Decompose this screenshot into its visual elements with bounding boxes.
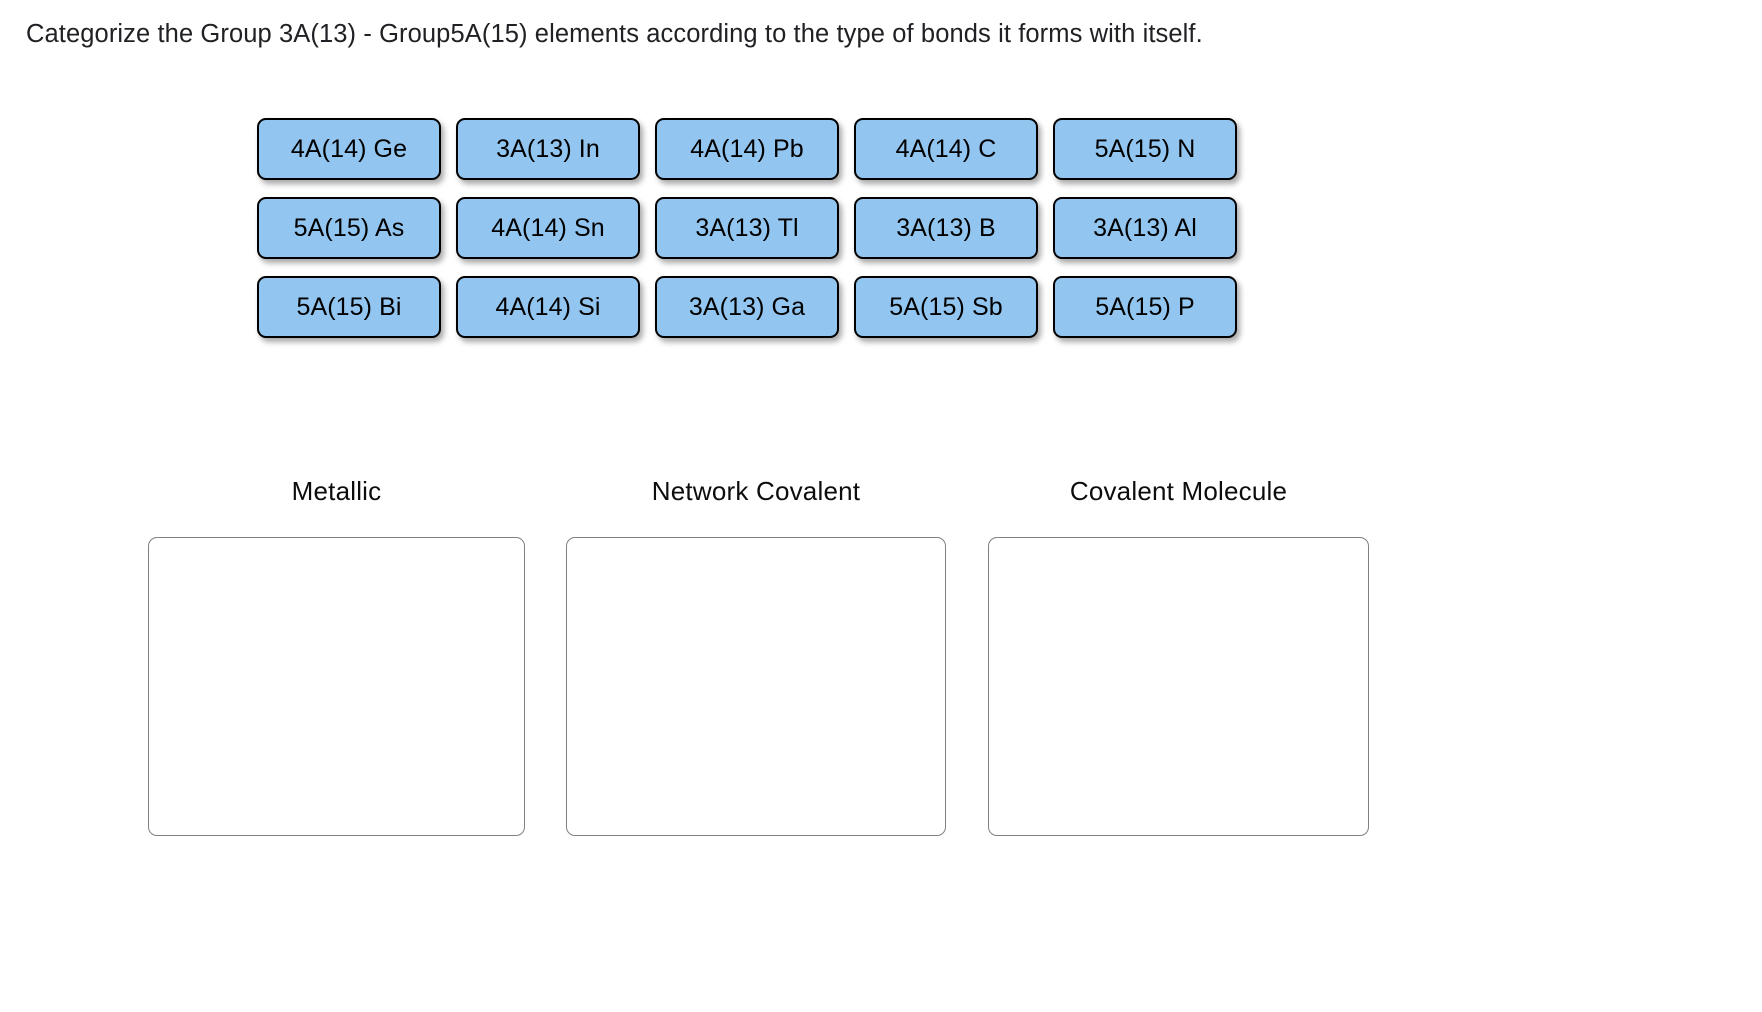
category-row: Metallic Network Covalent Covalent Molec… <box>0 468 1762 888</box>
question-prompt: Categorize the Group 3A(13) - Group5A(15… <box>26 20 1203 48</box>
category-label-network-covalent: Network Covalent <box>651 476 861 506</box>
category-label-metallic: Metallic <box>291 476 382 506</box>
element-tile[interactable]: 4A(14) Sn <box>456 197 640 259</box>
dropzone-covalent-molecule[interactable] <box>988 537 1369 836</box>
category-metallic: Metallic <box>148 468 525 836</box>
element-tile[interactable]: 5A(15) P <box>1053 276 1237 338</box>
category-covalent-molecule: Covalent Molecule <box>988 468 1369 836</box>
element-tile[interactable]: 4A(14) Ge <box>257 118 441 180</box>
element-tile[interactable]: 5A(15) N <box>1053 118 1237 180</box>
dropzone-metallic[interactable] <box>148 537 525 836</box>
element-tile[interactable]: 4A(14) Si <box>456 276 640 338</box>
element-tile[interactable]: 5A(15) As <box>257 197 441 259</box>
element-tile[interactable]: 3A(13) Tl <box>655 197 839 259</box>
element-tile[interactable]: 3A(13) In <box>456 118 640 180</box>
element-tile[interactable]: 5A(15) Bi <box>257 276 441 338</box>
element-tile[interactable]: 4A(14) C <box>854 118 1038 180</box>
element-tile[interactable]: 3A(13) B <box>854 197 1038 259</box>
category-network-covalent: Network Covalent <box>566 468 946 836</box>
category-label-covalent-molecule: Covalent Molecule <box>1069 476 1288 506</box>
element-tile[interactable]: 4A(14) Pb <box>655 118 839 180</box>
element-tile[interactable]: 3A(13) Ga <box>655 276 839 338</box>
dropzone-network-covalent[interactable] <box>566 537 946 836</box>
element-tile[interactable]: 3A(13) Al <box>1053 197 1237 259</box>
element-tile[interactable]: 5A(15) Sb <box>854 276 1038 338</box>
